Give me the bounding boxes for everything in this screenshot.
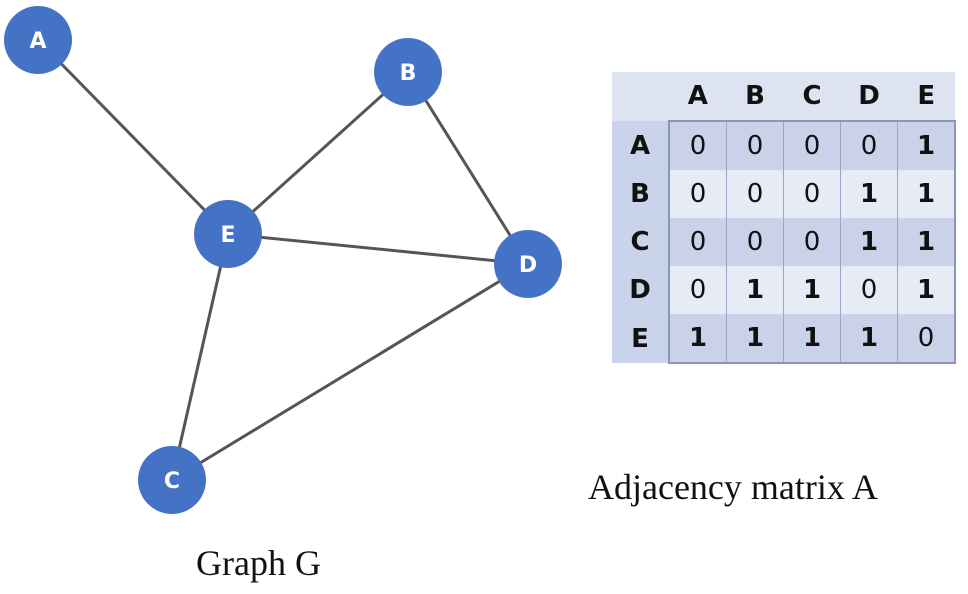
matrix-cell: 1 xyxy=(897,170,956,218)
matrix-cell: 1 xyxy=(840,218,898,266)
node-e: E xyxy=(194,200,262,268)
matrix-cell: 1 xyxy=(840,170,898,218)
matrix-col-label: C xyxy=(783,72,841,121)
matrix-row: D 0 1 1 0 1 xyxy=(612,266,956,314)
matrix-row: C 0 0 0 1 1 xyxy=(612,218,956,266)
graph-caption: Graph G xyxy=(196,543,321,583)
edge-b-e xyxy=(226,70,410,236)
node-circle xyxy=(494,230,562,298)
adjacency-matrix: A B C D E A 0 0 0 0 1 B 0 0 0 1 1 C 0 0 … xyxy=(612,72,956,364)
matrix-cell: 1 xyxy=(897,120,956,170)
edge-e-c xyxy=(170,233,230,481)
matrix-cell: 1 xyxy=(897,266,956,314)
node-label: A xyxy=(29,29,46,54)
matrix-cell: 0 xyxy=(783,170,841,218)
matrix-cell: 1 xyxy=(726,314,784,364)
node-c: C xyxy=(138,446,206,514)
matrix-cell: 0 xyxy=(668,170,727,218)
node-d: D xyxy=(494,230,562,298)
matrix-cell: 0 xyxy=(668,266,727,314)
matrix-col-label: A xyxy=(669,72,727,121)
matrix-col-label: D xyxy=(840,72,898,121)
matrix-cell: 0 xyxy=(726,218,784,266)
matrix-row-label: E xyxy=(612,314,669,363)
matrix-cell: 0 xyxy=(726,120,784,170)
matrix-caption: Adjacency matrix A xyxy=(588,467,878,507)
node-circle xyxy=(138,446,206,514)
matrix-row-label: C xyxy=(612,218,669,266)
matrix-cell: 0 xyxy=(783,218,841,266)
node-label: E xyxy=(220,223,235,248)
matrix-cell: 0 xyxy=(897,314,956,364)
matrix-row-label: A xyxy=(612,121,669,170)
edge-b-d xyxy=(406,71,530,265)
node-b: B xyxy=(374,38,442,106)
node-label: B xyxy=(400,61,417,86)
matrix-cell: 0 xyxy=(840,266,898,314)
node-circle xyxy=(4,6,72,74)
matrix-cell: 1 xyxy=(668,314,727,364)
graph-nodes: A B C D E xyxy=(4,6,562,514)
matrix-row: A 0 0 0 0 1 xyxy=(612,120,956,170)
matrix-col-label: E xyxy=(897,72,955,121)
edge-a-e xyxy=(36,38,230,236)
matrix-row: B 0 0 0 1 1 xyxy=(612,170,956,218)
matrix-cell: 1 xyxy=(726,266,784,314)
matrix-cell: 0 xyxy=(726,170,784,218)
edge-c-d xyxy=(171,262,529,482)
matrix-cell: 1 xyxy=(897,218,956,266)
graph-edges xyxy=(36,38,530,482)
matrix-cell: 0 xyxy=(840,120,898,170)
node-label: D xyxy=(519,253,537,278)
edge-e-d xyxy=(227,232,529,266)
matrix-cell: 1 xyxy=(783,314,841,364)
matrix-cell: 0 xyxy=(783,120,841,170)
matrix-row-label: B xyxy=(612,170,669,218)
matrix-cell: 0 xyxy=(668,218,727,266)
graph-g: A B C D E xyxy=(4,6,562,514)
node-label: C xyxy=(164,469,180,494)
matrix-cell: 1 xyxy=(840,314,898,364)
matrix-col-label: B xyxy=(726,72,784,121)
matrix-cell: 0 xyxy=(668,120,727,170)
matrix-cell: 1 xyxy=(783,266,841,314)
matrix-row: E 1 1 1 1 0 xyxy=(612,314,956,364)
node-circle xyxy=(194,200,262,268)
matrix-corner-cell xyxy=(612,72,669,121)
node-a: A xyxy=(4,6,72,74)
node-circle xyxy=(374,38,442,106)
matrix-header-row: A B C D E xyxy=(612,72,955,121)
matrix-row-label: D xyxy=(612,266,669,314)
